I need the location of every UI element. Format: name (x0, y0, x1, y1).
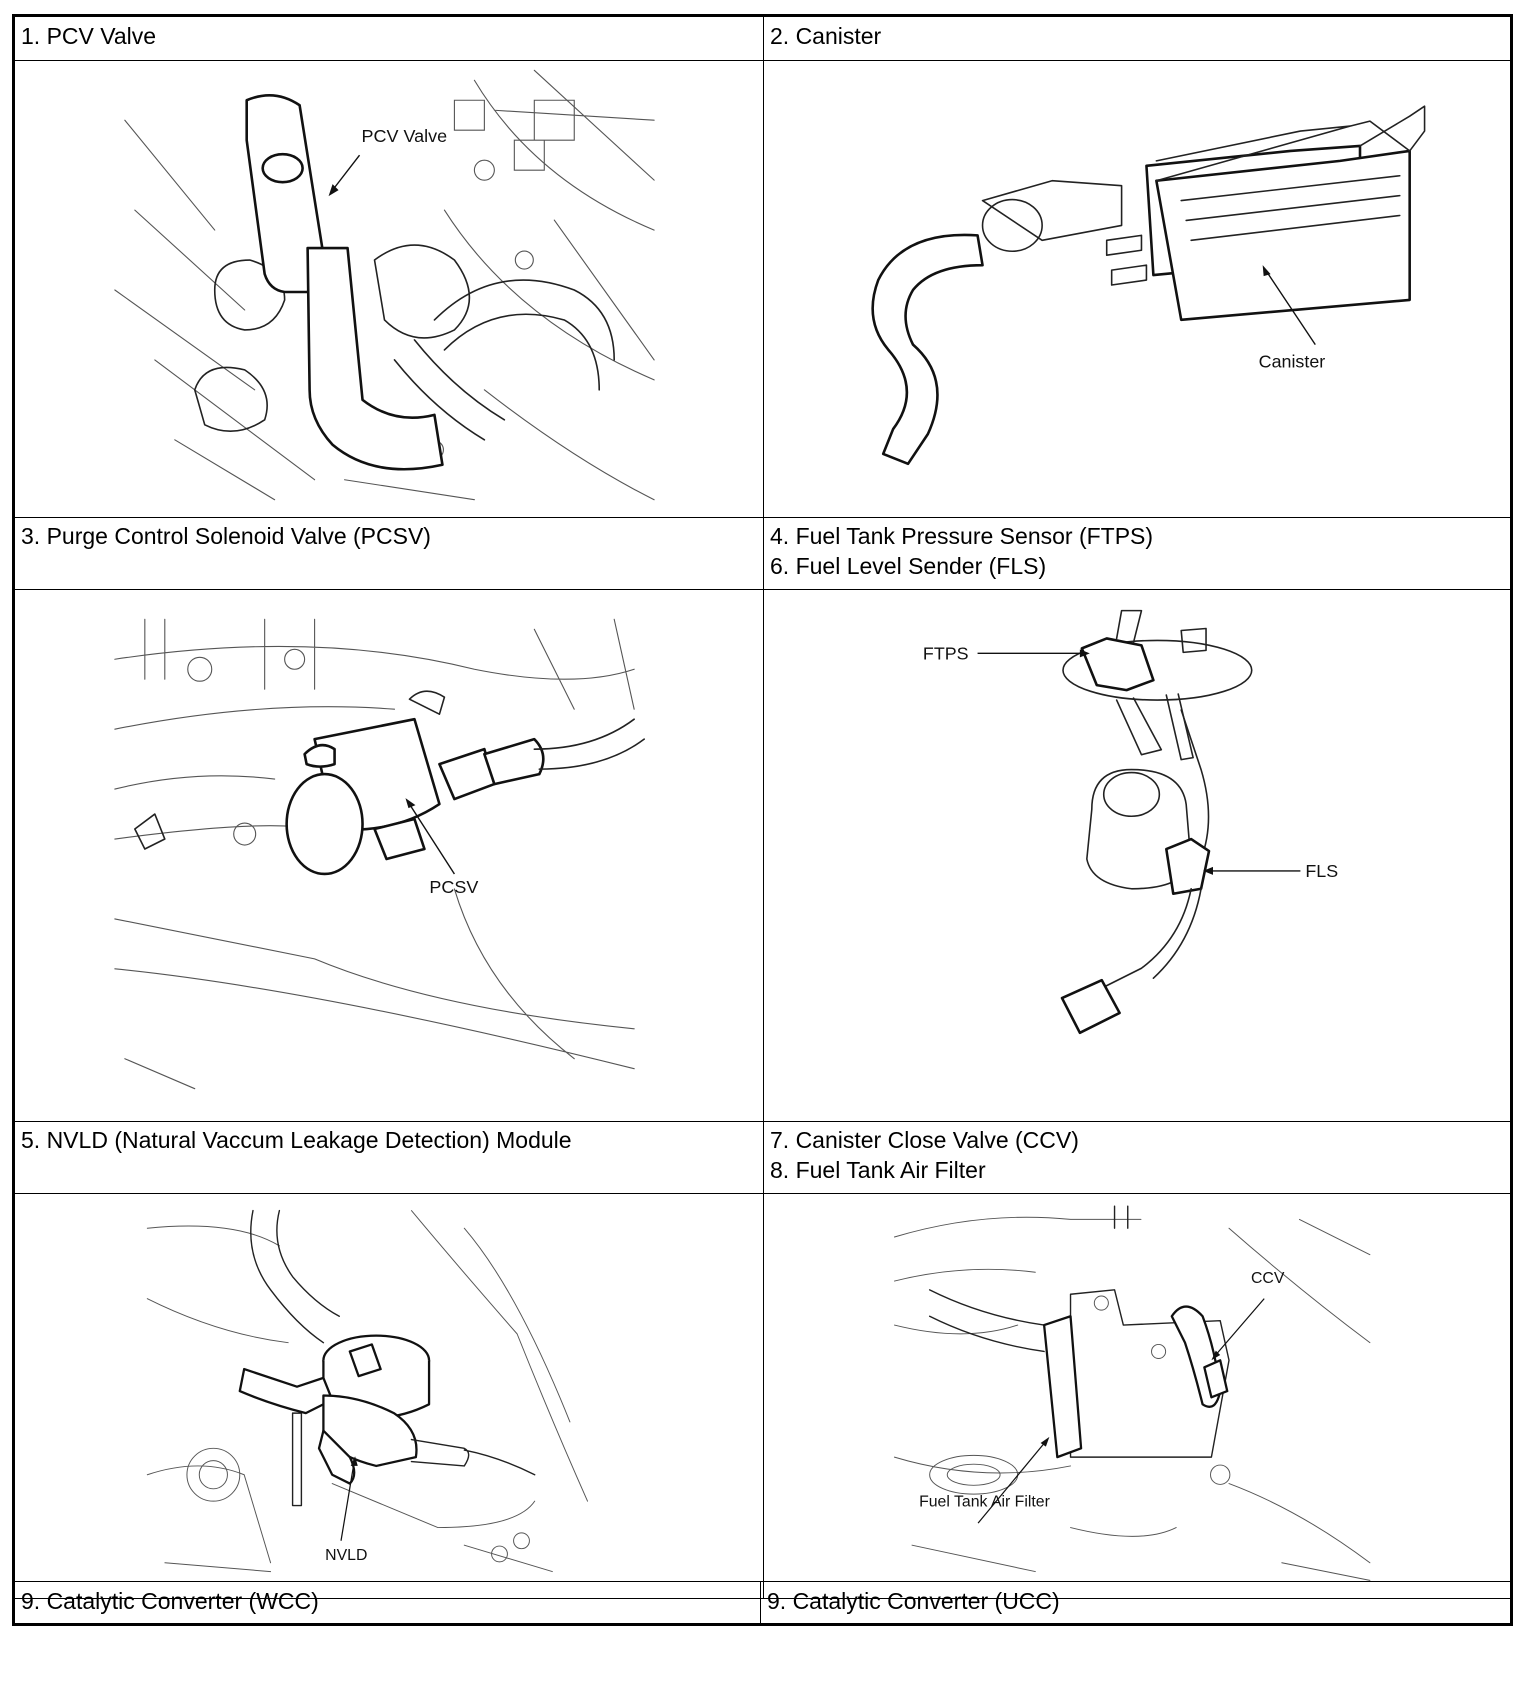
cell-nvld-title: 5. NVLD (Natural Vaccum Leakage Detectio… (15, 1121, 764, 1193)
title-line: 8. Fuel Tank Air Filter (770, 1157, 986, 1183)
ccv-callout: CCV (1251, 1270, 1285, 1287)
cell-ucc-title: 9. Catalytic Converter (UCC) (761, 1582, 1510, 1623)
canister-drawing: Canister (871, 105, 1426, 466)
ccv-filter-illustration: CCV Fuel Tank Air Filter (764, 1193, 1510, 1598)
table-row (15, 1653, 1510, 1693)
pcv-valve-illustration: PCV Valve (15, 60, 764, 517)
cell-ftps-fls-title: 4. Fuel Tank Pressure Sensor (FTPS) 6. F… (764, 517, 1510, 589)
fls-callout: FLS (1305, 861, 1338, 881)
cell-title: 1. PCV Valve (21, 23, 157, 49)
table-row: PCSV FTPS FLS (15, 589, 1510, 1122)
cell-title: 2. Canister (770, 23, 882, 49)
ccv-filter-drawing: CCV Fuel Tank Air Filter (893, 1205, 1371, 1581)
cell-title: 4. Fuel Tank Pressure Sensor (FTPS) 6. F… (764, 517, 1510, 585)
cell-title: 5. NVLD (Natural Vaccum Leakage Detectio… (21, 1127, 572, 1153)
cell-canister-title: 2. Canister (764, 17, 1510, 60)
pcv-valve-callout: PCV Valve (362, 126, 448, 146)
cell-pcsv-title: 3. Purge Control Solenoid Valve (PCSV) (15, 517, 764, 589)
nvld-illustration: NVLD (15, 1193, 764, 1598)
table-row: PCV Valve Canister (15, 60, 1510, 518)
pcsv-drawing: PCSV (114, 618, 645, 1090)
canister-illustration: Canister (764, 60, 1510, 517)
cell-ccv-filter-title: 7. Canister Close Valve (CCV) 8. Fuel Ta… (764, 1121, 1510, 1193)
cell-pcv-valve-title: 1. PCV Valve (15, 17, 764, 60)
bottom-caption-row: 9. Catalytic Converter (WCC) 9. Catalyti… (15, 1581, 1510, 1623)
nvld-drawing: NVLD (146, 1209, 589, 1573)
pcsv-illustration: PCSV (15, 589, 764, 1121)
cell-title: 9. Catalytic Converter (UCC) (767, 1588, 1060, 1614)
cell-title: 9. Catalytic Converter (WCC) (21, 1588, 319, 1614)
canister-callout: Canister (1259, 351, 1326, 371)
cell-title: 7. Canister Close Valve (CCV) 8. Fuel Ta… (764, 1121, 1510, 1189)
ftps-fls-illustration: FTPS FLS (764, 589, 1510, 1121)
cell-wcc-title: 9. Catalytic Converter (WCC) (15, 1582, 761, 1623)
title-line: 6. Fuel Level Sender (FLS) (770, 553, 1047, 579)
fuel-tank-air-filter-callout: Fuel Tank Air Filter (919, 1493, 1051, 1510)
nvld-callout: NVLD (325, 1547, 367, 1564)
table-row: 3. Purge Control Solenoid Valve (PCSV) 4… (15, 517, 1510, 590)
cell-title: 3. Purge Control Solenoid Valve (PCSV) (21, 523, 431, 549)
ftps-fls-drawing: FTPS FLS (923, 609, 1338, 1035)
table-row: 1. PCV Valve 2. Canister (15, 17, 1510, 61)
ftps-callout: FTPS (923, 643, 969, 663)
table-row: NVLD CCV Fuel Tank Air Filter (15, 1193, 1510, 1599)
table-row: 5. NVLD (Natural Vaccum Leakage Detectio… (15, 1121, 1510, 1194)
pcsv-callout: PCSV (429, 877, 478, 897)
component-table: 1. PCV Valve 2. Canister PCV Val (12, 14, 1513, 1626)
title-line: 7. Canister Close Valve (CCV) (770, 1127, 1079, 1153)
title-line: 4. Fuel Tank Pressure Sensor (FTPS) (770, 523, 1154, 549)
pcv-valve-drawing: PCV Valve (114, 69, 655, 501)
